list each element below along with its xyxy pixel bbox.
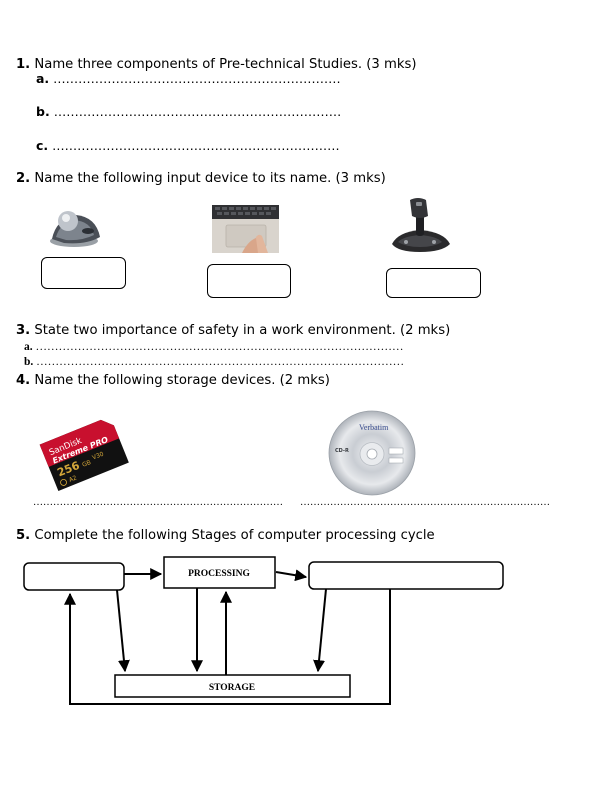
answer-dots: …………………………………………………………………………………… (36, 356, 405, 368)
question-4: 4. Name the following storage devices. (… (16, 373, 330, 388)
output-stage-box[interactable] (308, 561, 504, 590)
cd-type: CD-R (335, 448, 349, 454)
answer-line-1c[interactable]: c. …………………………………………………………… (36, 138, 340, 153)
sd-unit: GB (81, 459, 92, 469)
input-stage-box[interactable] (23, 562, 125, 591)
answer-box-trackball[interactable] (41, 257, 126, 289)
question-number: 3. (16, 323, 31, 338)
arrow-output-to-storage (313, 588, 327, 673)
answer-line-4-right[interactable]: ………………………………………………………………… (300, 497, 550, 508)
answer-label: a. (24, 341, 33, 353)
storage-box (114, 674, 351, 698)
answer-line-3b[interactable]: b. …………………………………………………………………………………… (24, 356, 404, 368)
question-number: 2. (16, 171, 31, 186)
question-1: 1. Name three components of Pre-technica… (16, 57, 417, 72)
arrow-processing-to-output (275, 569, 308, 582)
storage-label: STORAGE (209, 683, 255, 693)
joystick-icon (388, 196, 452, 254)
answer-dots: …………………………………………………………… (52, 138, 340, 153)
answer-box-joystick[interactable] (386, 268, 481, 298)
cd-brand: Verbatim (359, 423, 389, 432)
answer-line-1b[interactable]: b. …………………………………………………………… (36, 104, 341, 119)
processing-label: PROCESSING (188, 569, 250, 579)
answer-dots: ………………………………………………………………… (33, 497, 283, 508)
question-number: 4. (16, 373, 31, 388)
question-number: 1. (16, 57, 31, 72)
question-5: 5. Complete the following Stages of comp… (16, 528, 435, 543)
answer-label: b. (36, 104, 50, 119)
processing-box (163, 556, 276, 589)
question-text: Name the following storage devices. (2 m… (34, 373, 330, 388)
answer-label: b. (24, 356, 34, 368)
cd-image: Verbatim CD-R (325, 408, 419, 496)
question-text: State two importance of safety in a work… (34, 323, 451, 338)
answer-dots: ………………………………………………………………… (300, 497, 550, 508)
answer-label: a. (36, 71, 50, 86)
feedback-loop-arrow (64, 589, 391, 705)
question-text: Name three components of Pre-technical S… (34, 57, 417, 72)
question-2: 2. Name the following input device to it… (16, 171, 386, 186)
question-text: Complete the following Stages of compute… (34, 528, 435, 543)
answer-dots: …………………………………………………………………………………… (35, 341, 404, 353)
answer-line-4-left[interactable]: ………………………………………………………………… (33, 497, 283, 508)
answer-line-3a[interactable]: a. …………………………………………………………………………………… (24, 341, 404, 353)
sd-class: A2 (68, 474, 78, 484)
answer-line-1a[interactable]: a. …………………………………………………………… (36, 71, 341, 86)
sd-speed: V30 (91, 451, 105, 462)
answer-dots: …………………………………………………………… (53, 104, 342, 119)
arrow-input-to-storage (116, 589, 130, 673)
trackball-icon (42, 203, 106, 249)
touchpad-icon (212, 205, 279, 253)
sd-card-image: SanDisk Extreme PRO 256 GB V30 A2 (30, 403, 134, 493)
answer-dots: …………………………………………………………… (53, 71, 341, 86)
question-3: 3. State two importance of safety in a w… (16, 323, 450, 338)
question-text: Name the following input device to its n… (34, 171, 386, 186)
question-number: 5. (16, 528, 31, 543)
answer-box-touchpad[interactable] (207, 264, 291, 298)
answer-label: c. (36, 138, 49, 153)
